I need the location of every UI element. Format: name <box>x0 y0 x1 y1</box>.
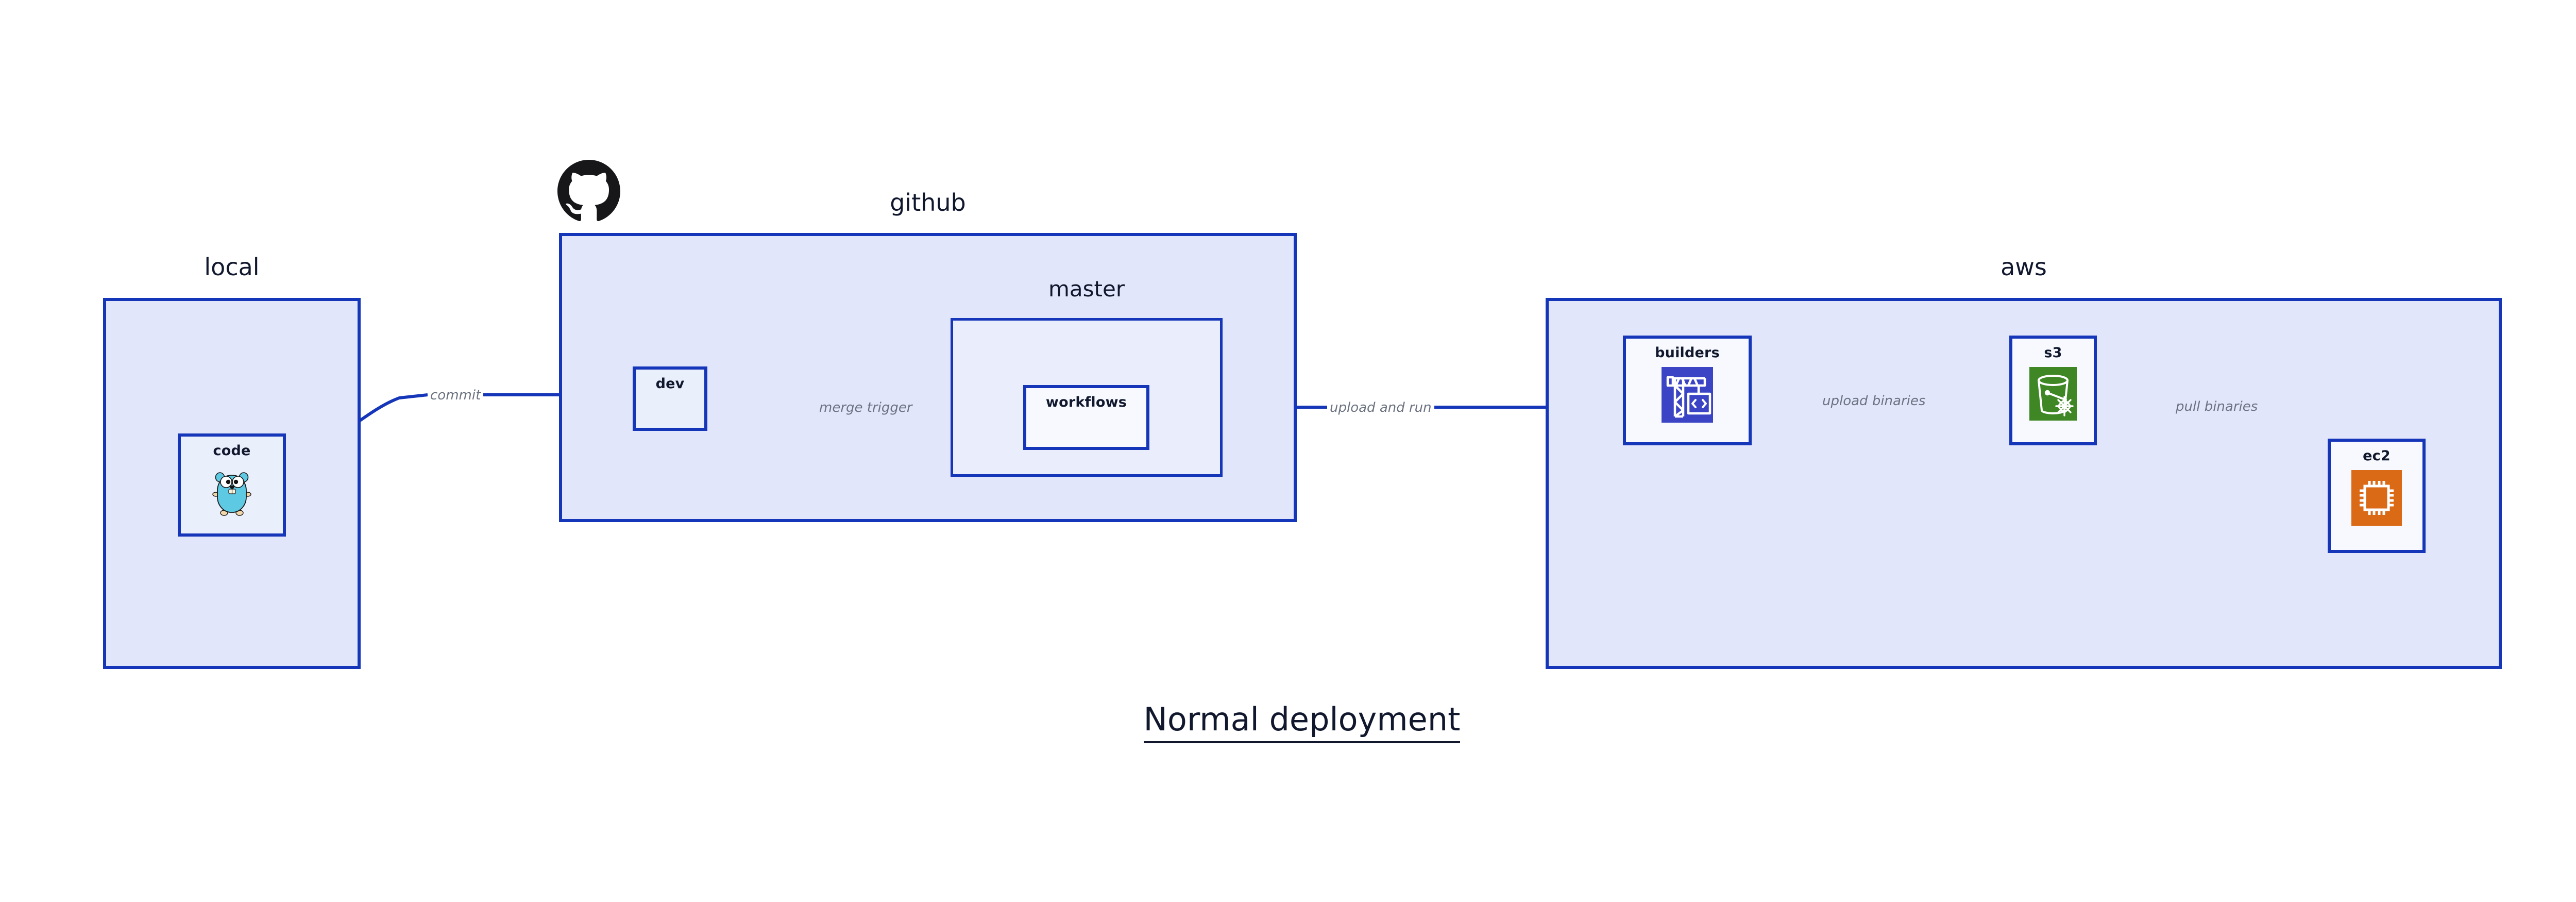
node-workflows[interactable]: workflows <box>1023 385 1149 450</box>
edge-label-merge-trigger: merge trigger <box>817 401 915 414</box>
diagram-title: Normal deployment <box>0 700 2576 743</box>
github-octocat-icon <box>557 160 620 225</box>
node-label-dev: dev <box>655 376 685 392</box>
node-code[interactable]: code <box>178 433 286 537</box>
edge-label-upload-binaries: upload binaries <box>1820 394 1928 408</box>
node-label-workflows: workflows <box>1045 394 1127 410</box>
node-builders[interactable]: builders <box>1623 336 1752 445</box>
node-label-code: code <box>213 443 251 459</box>
edge-label-pull-binaries: pull binaries <box>2173 400 2261 413</box>
aws-s3-icon <box>2029 367 2077 423</box>
aws-ec2-icon <box>2351 470 2402 528</box>
edge-label-commit: commit <box>428 389 484 402</box>
node-ec2[interactable]: ec2 <box>2328 439 2426 553</box>
edge-label-upload-and-run: upload and run <box>1327 401 1434 414</box>
aws-builder-icon <box>1662 367 1713 425</box>
diagram-title-text: Normal deployment <box>1143 700 1461 743</box>
node-label-builders: builders <box>1655 345 1720 361</box>
group-label-master: master <box>1048 276 1125 302</box>
group-label-local: local <box>204 253 260 281</box>
group-label-aws: aws <box>2001 253 2047 281</box>
node-label-ec2: ec2 <box>2363 448 2391 464</box>
group-label-github: github <box>890 189 966 216</box>
node-dev[interactable]: dev <box>633 366 707 431</box>
node-s3[interactable]: s3 <box>2009 336 2097 445</box>
go-gopher-icon <box>211 465 253 519</box>
node-label-s3: s3 <box>2044 345 2062 361</box>
